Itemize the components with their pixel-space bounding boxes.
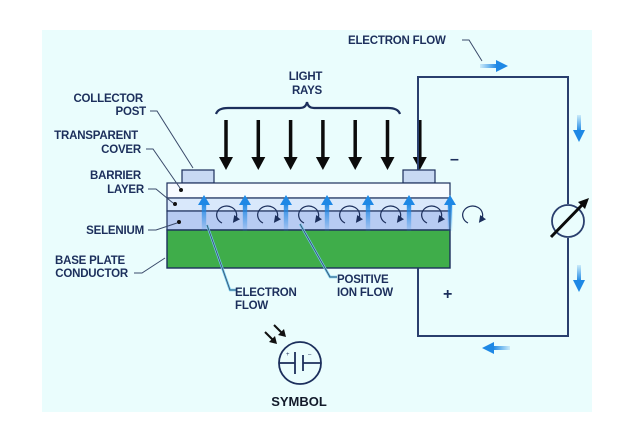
light-ray-arrow [283,120,298,170]
light-ray-arrow [219,120,233,170]
positive-ion-loop [216,205,241,224]
base-plate-label: BASE PLATE CONDUCTOR [55,255,129,280]
electron-flow-cell-label: ELECTRON FLOW [235,287,300,312]
positive-ion-loop [462,205,487,224]
circuit-wire [417,76,569,337]
positive-ion-loop [339,205,364,224]
electron-up-arrow [198,195,210,231]
svg-text:+: + [286,352,290,358]
circuit-flow-arrow-bottom [482,342,510,354]
electron-up-arrow [280,195,292,231]
photocell [166,182,487,269]
electron-flow-circuit-leader [462,39,483,62]
electron-up-arrow [321,195,333,231]
selenium-label: SELENIUM [86,225,144,237]
light-ray-arrow [251,120,266,170]
positive-ion-loop [380,205,405,224]
positive-ion-flow-leader-inner [299,223,337,278]
svg-text:–: – [308,352,312,358]
collector-post-leader [150,110,194,169]
electron-up-arrow [239,195,251,231]
electron-up-arrow [362,195,374,231]
electron-up-arrow [403,195,415,231]
electron-flow-leader-inner [206,224,236,291]
base-plate-leader [134,257,166,274]
photocell-symbol-icon: + – [264,324,322,385]
barrier-layer-label: BARRIER LAYER [90,170,145,196]
variable-meter-icon [549,198,589,239]
positive-ion-loop [257,205,282,224]
positive-ion-loop [298,205,323,224]
positive-ion-flow-label: POSITIVE ION FLOW [337,274,393,299]
transparent-cover-label: TRANSPARENT COVER [54,130,142,156]
circuit-flow-arrow-right-lower [573,265,585,292]
positive-ion-loops [216,205,487,224]
positive-ion-loop [421,205,446,224]
barrier-layer-leader [148,188,174,204]
negative-terminal-sign: – [450,151,459,168]
light-ray-arrow [315,120,330,170]
external-circuit: – + [417,60,589,354]
light-rays [219,120,427,170]
circuit-flow-arrow-top [480,60,508,72]
base-plate-conductor [166,229,451,269]
transparent-cover-leader [146,148,181,189]
light-ray-arrow [380,120,395,170]
transparent-cover-layer [166,182,451,199]
circuit-flow-arrow-right-upper [573,115,585,142]
positive-terminal-sign: + [443,286,452,303]
collector-post-left [181,169,215,184]
light-rays-label: LIGHT RAYS [289,71,326,97]
cover-dot [179,188,183,192]
light-input-arrows [264,324,286,344]
light-rays-brace [214,101,402,115]
symbol-label: SYMBOL [271,394,327,409]
light-ray-arrow [412,120,427,170]
collector-post-right [402,169,436,184]
electron-flow-arrows [198,195,456,231]
collector-post-label: COLLECTOR POST [73,93,146,118]
barrier-dot [173,202,177,206]
electron-up-arrow [444,195,456,231]
electron-flow-circuit-label: ELECTRON FLOW [348,35,446,47]
selenium-dot [177,220,181,224]
light-ray-arrow [348,120,363,170]
selenium-leader [148,222,178,231]
